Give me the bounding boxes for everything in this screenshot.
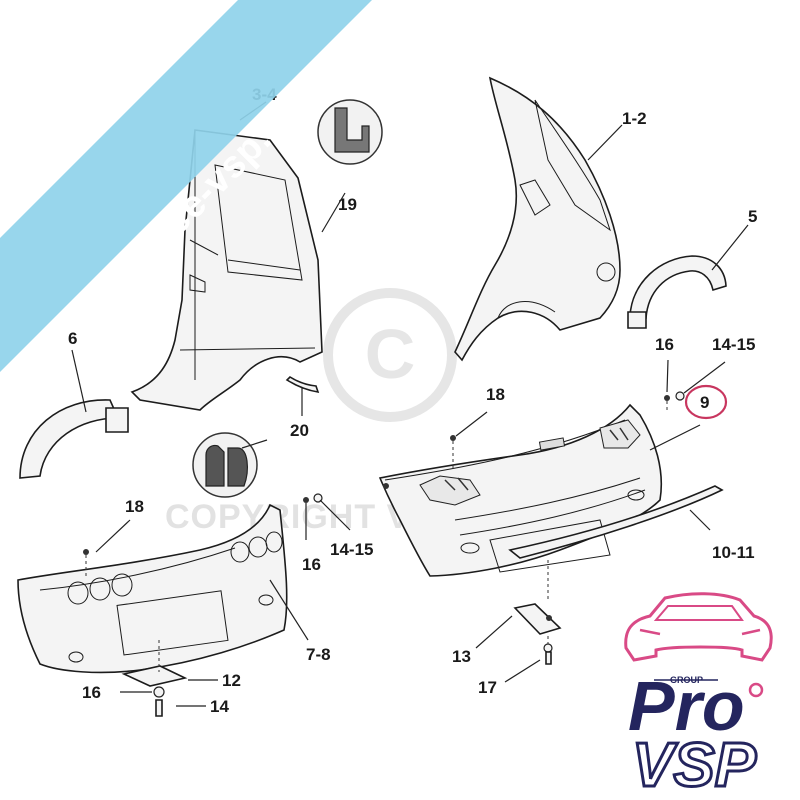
seal-profile-badge-20 bbox=[192, 432, 258, 498]
part-front-wheel-arch bbox=[19, 399, 129, 479]
part-front-spoiler-strip bbox=[508, 485, 724, 559]
callout-19: 19 bbox=[338, 195, 357, 214]
callout-14: 14 bbox=[210, 697, 229, 716]
callout-14-15-middle: 14-15 bbox=[330, 540, 373, 559]
callout-10-11: 10-11 bbox=[712, 543, 755, 562]
part-front-side-panel bbox=[130, 129, 323, 411]
part-rear-wheel-arch bbox=[627, 255, 727, 329]
part-bracket-13 bbox=[513, 560, 562, 665]
logo-pro-text: Pro bbox=[628, 667, 745, 745]
seal-profile-badge-19 bbox=[317, 99, 383, 165]
callout-9: 9 bbox=[700, 393, 709, 412]
callout-6: 6 bbox=[68, 329, 77, 348]
logo-group-text: GROUP bbox=[670, 675, 703, 685]
callout-12: 12 bbox=[222, 671, 241, 690]
part-bracket-plate-12 bbox=[121, 640, 188, 717]
logo-vsp-text: VSP bbox=[632, 731, 757, 800]
part-rear-bumper bbox=[17, 503, 288, 674]
callout-13: 13 bbox=[452, 647, 471, 666]
callout-20: 20 bbox=[290, 421, 309, 440]
callout-16-bottom: 16 bbox=[82, 683, 101, 702]
callout-18-left: 18 bbox=[125, 497, 144, 516]
callout-17: 17 bbox=[478, 678, 497, 697]
highlight-ring-9 bbox=[684, 384, 728, 420]
logo-car-outline bbox=[624, 592, 773, 662]
callout-1-2: 1-2 bbox=[622, 109, 647, 128]
provsp-logo: GROUP Pro VSP bbox=[624, 592, 773, 800]
callout-16-top: 16 bbox=[655, 335, 674, 354]
svg-text:C: C bbox=[365, 315, 416, 393]
callout-7-8: 7-8 bbox=[306, 645, 331, 664]
callout-18-right: 18 bbox=[486, 385, 505, 404]
callout-5: 5 bbox=[748, 207, 757, 226]
callout-16-middle: 16 bbox=[302, 555, 321, 574]
part-rear-side-panel bbox=[454, 76, 621, 362]
callout-14-15-top: 14-15 bbox=[712, 335, 755, 354]
